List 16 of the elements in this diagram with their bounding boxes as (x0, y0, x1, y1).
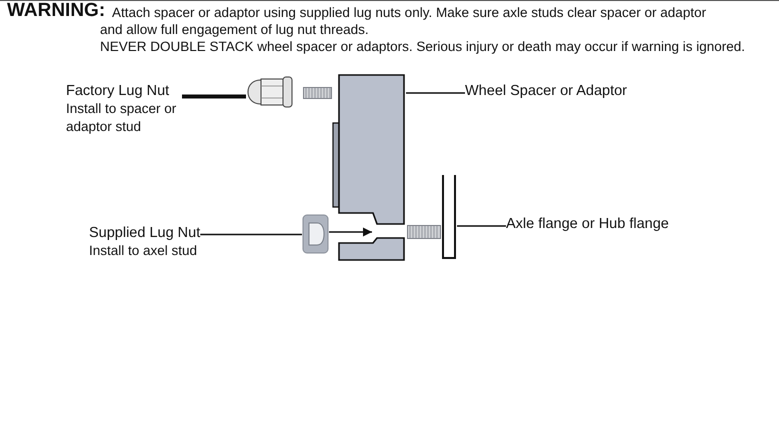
lug-nut-drawing (246, 76, 294, 108)
part-label: Factory Lug Nut (66, 83, 170, 100)
leader-line (182, 94, 246, 98)
leader-line (406, 92, 465, 94)
install-note: Install to spacer or adaptor stud (66, 100, 178, 136)
part-label: Wheel Spacer or Adaptor (465, 83, 628, 100)
arrow (329, 228, 372, 236)
lug-nut-drawing (302, 214, 329, 254)
leader-line (200, 234, 302, 236)
warning-text: NEVER DOUBLE STACK wheel spacer or adaptors. Serious injury or death may occur if warning is ignored. (100, 38, 746, 55)
leader-line (457, 225, 506, 227)
wheel-spacer-block (332, 74, 406, 262)
install-note: Install to axel stud (89, 242, 198, 260)
part-label: Supplied Lug Nut (89, 225, 200, 242)
part-label: Axle flange or Hub flange (506, 216, 669, 233)
flange-drawing (441, 174, 457, 260)
